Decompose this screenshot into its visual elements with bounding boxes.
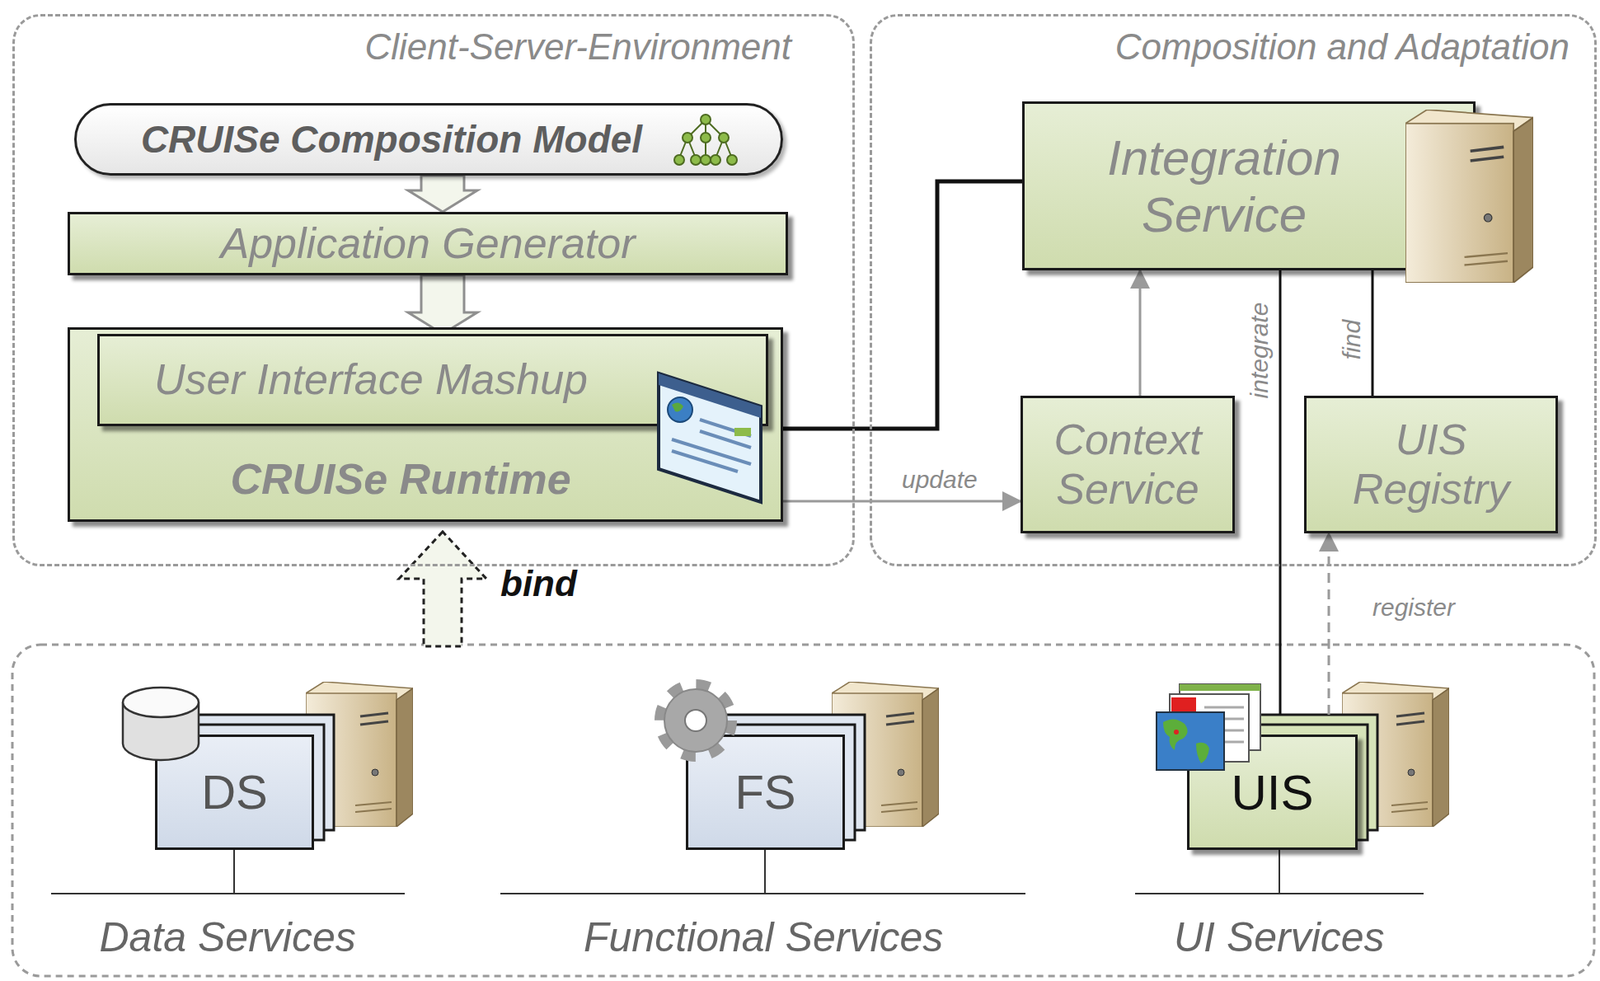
environment-region: Client-Server-EnvironmentCRUISe Composit… <box>12 14 855 567</box>
context-service-box: Context Service <box>1020 395 1235 534</box>
connector <box>1371 270 1375 396</box>
edge-label: find <box>1337 317 1366 362</box>
connector <box>408 175 478 212</box>
node-label: UIS <box>1230 764 1314 822</box>
edge-label: register <box>1370 593 1458 622</box>
node-label: CRUISe Composition Model <box>140 117 643 162</box>
node-label: Context Service <box>1036 415 1219 515</box>
node-label: Application Generator <box>220 219 636 269</box>
node-icon <box>655 370 765 506</box>
region-title: Composition and Adaptation <box>1115 26 1570 69</box>
service-group-label: Functional Services <box>583 913 944 962</box>
connector <box>408 275 478 334</box>
bind-label: bind <box>500 563 578 605</box>
node-icon <box>119 684 202 763</box>
functional-service-card: FS <box>685 734 845 850</box>
edge-label: update <box>899 465 981 494</box>
node-label: User Interface Mashup <box>154 355 588 405</box>
service-group-label: UI Services <box>1173 913 1385 962</box>
edge-label: integrate <box>1245 300 1274 402</box>
connector <box>783 181 1023 429</box>
node-label: FS <box>734 764 796 821</box>
connector <box>1279 270 1282 715</box>
node-icon <box>1405 109 1534 283</box>
connector <box>783 500 1021 503</box>
node-icon <box>670 112 740 171</box>
model-pill: CRUISe Composition Model <box>74 103 784 176</box>
mashup-box: User Interface Mashup <box>97 333 769 427</box>
node-icon <box>1154 682 1266 775</box>
node-label: DS <box>201 764 268 821</box>
registry-box: UIS Registry <box>1304 395 1558 534</box>
node-icon <box>649 674 742 767</box>
node-label: UIS Registry <box>1327 415 1535 515</box>
node-label: CRUISe Runtime <box>229 455 571 505</box>
connector <box>1327 533 1331 715</box>
integration-service-box: Integration Service <box>1022 101 1476 271</box>
runtime-box: CRUISe Runtime User Interface Mashup <box>67 327 784 522</box>
connector <box>1139 270 1142 396</box>
service-group-label: Data Services <box>99 913 357 962</box>
generator-box: Application Generator <box>67 211 789 276</box>
data-service-card: DS <box>154 734 315 850</box>
ui-service-card: UIS <box>1187 734 1358 850</box>
node-label: Integration Service <box>1067 129 1381 244</box>
region-title: Client-Server-Environment <box>364 26 792 69</box>
